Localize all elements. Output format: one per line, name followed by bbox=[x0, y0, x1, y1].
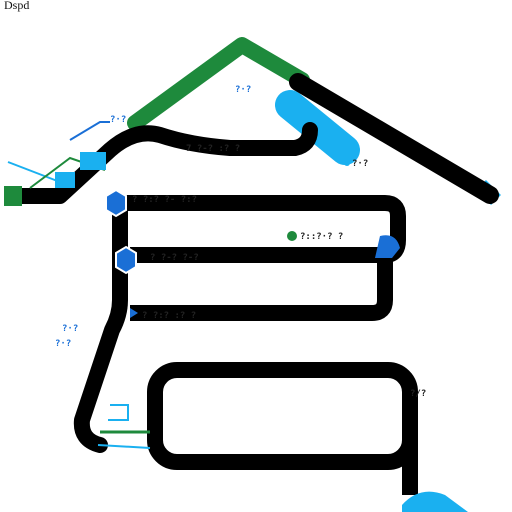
label-station-a: 7 ?-? :? ? bbox=[186, 144, 240, 154]
label-left-mid-2: ?·? bbox=[55, 339, 71, 349]
cyan-line-end-bottom bbox=[402, 491, 468, 512]
black-line-trunk bbox=[73, 202, 128, 453]
blue-line-segment-right bbox=[375, 235, 400, 258]
green-line bbox=[127, 37, 310, 131]
interchange-station-2[interactable] bbox=[115, 245, 137, 275]
label-station-d: ? ?:? :? ? bbox=[142, 311, 196, 321]
station-cluster-2[interactable] bbox=[55, 172, 75, 188]
thin-blue-connector bbox=[69, 121, 110, 141]
interchange-station-1[interactable] bbox=[105, 188, 127, 218]
cyan-connector-loop bbox=[108, 404, 129, 421]
label-right-station: ?::?·? ? bbox=[300, 232, 343, 242]
label-top-right: ?·? bbox=[235, 85, 251, 95]
black-line-loop-upper bbox=[115, 195, 406, 263]
diagram-title: Dspd bbox=[4, 0, 29, 12]
label-station-b: ? ?:? ?- ?:? bbox=[132, 195, 197, 205]
black-line-bottom-loop bbox=[147, 362, 418, 470]
station-marker-triangle[interactable] bbox=[130, 308, 138, 318]
label-left-top: ?·? bbox=[110, 115, 126, 125]
label-left-mid-1: ?·? bbox=[62, 324, 78, 334]
station-marker-green[interactable] bbox=[287, 231, 297, 241]
black-line-upper bbox=[10, 122, 318, 204]
black-line-roof-right bbox=[289, 73, 499, 204]
label-right-lower: ?/? bbox=[410, 389, 426, 399]
label-right-mid: ?·? bbox=[352, 159, 368, 169]
thin-cyan-connector bbox=[7, 161, 61, 183]
station-cluster-1[interactable] bbox=[80, 152, 106, 170]
green-line-stub bbox=[4, 186, 22, 206]
cyan-connector-bottom bbox=[97, 444, 151, 449]
label-station-c: ? ?-? ?-? bbox=[150, 253, 199, 263]
black-line-loop-lower bbox=[130, 250, 393, 321]
station-marker-cyan[interactable] bbox=[344, 160, 350, 166]
